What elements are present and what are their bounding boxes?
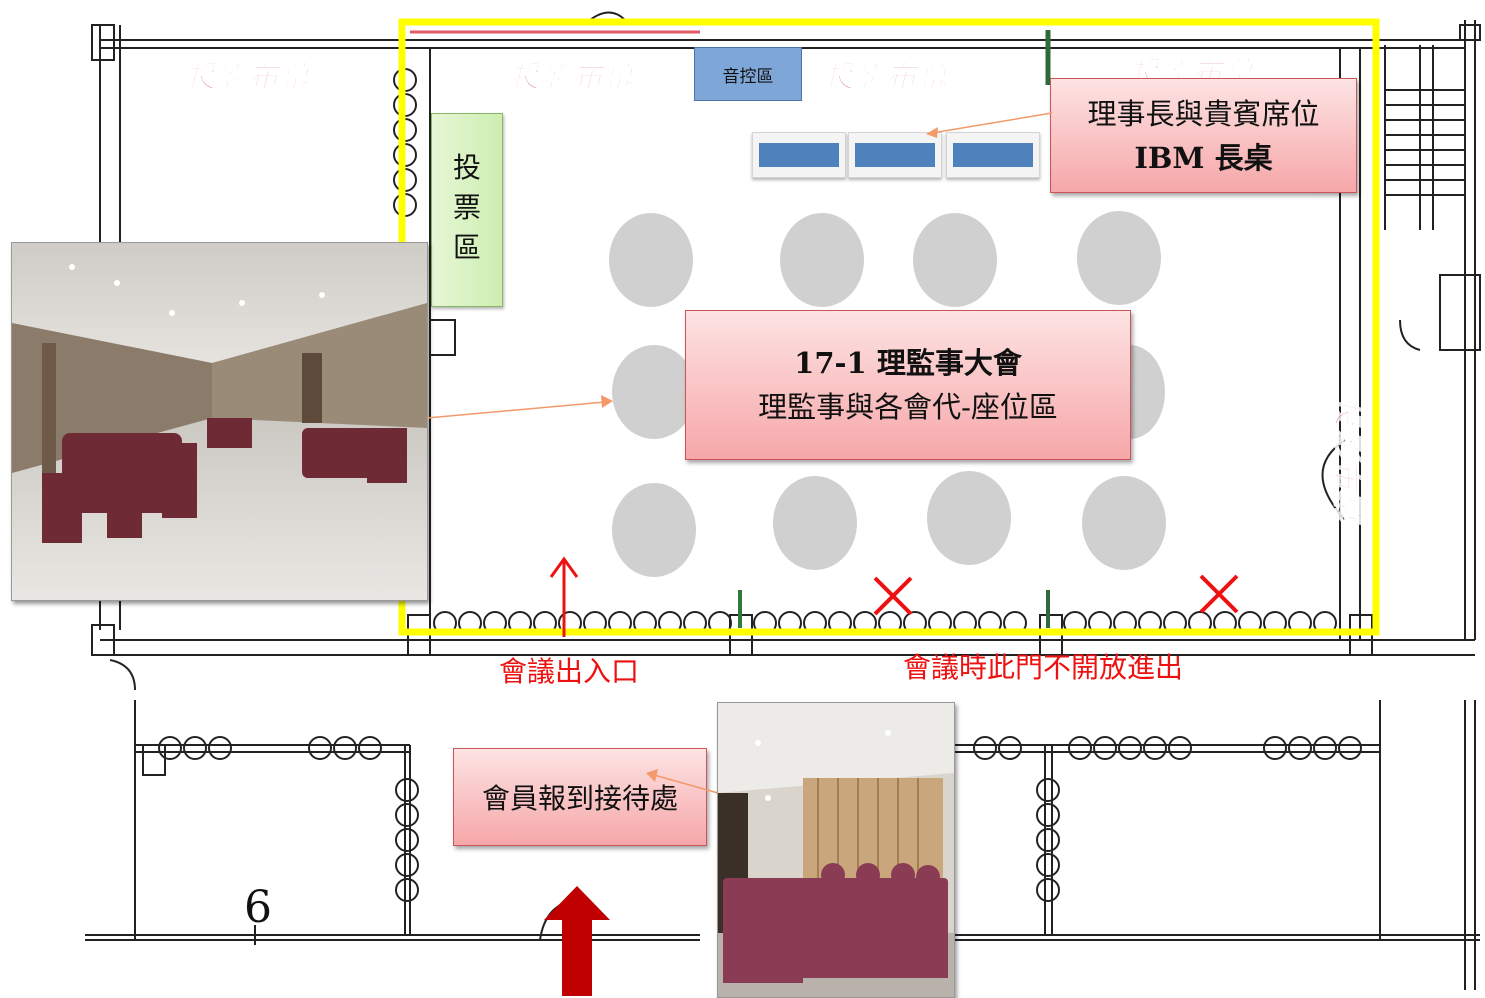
guest-seating-title: 理事長與貴賓席位 <box>1087 96 1320 131</box>
photo-pointer-arrow <box>426 395 613 419</box>
round-table <box>609 213 693 307</box>
voting-char: 投 <box>452 151 481 184</box>
room-number: 6 <box>244 882 272 933</box>
round-table <box>773 476 857 570</box>
round-table <box>612 345 696 439</box>
guest-seating-label: 理事長與貴賓席位 IBM 長桌 <box>1050 78 1357 193</box>
voting-area: 投 票 區 <box>431 113 503 307</box>
entrance-label: 會議出入口 <box>499 655 640 688</box>
reception-text: 會員報到接待處 <box>481 782 678 815</box>
round-table <box>1082 476 1166 570</box>
round-table <box>927 471 1011 565</box>
round-table <box>1077 211 1161 305</box>
reception-photo <box>717 702 955 998</box>
guest-pointer-arrow <box>926 112 1053 138</box>
reception-label: 會員報到接待處 <box>453 748 707 846</box>
round-table <box>913 213 997 307</box>
audio-control-area: 音控區 <box>694 47 802 101</box>
closed-door-x-icon <box>873 576 913 616</box>
entrance-arrow <box>549 556 579 637</box>
main-entry-arrow <box>544 886 610 996</box>
closed-door-label: 會議時此門不開放進出 <box>903 651 1184 684</box>
voting-char: 區 <box>452 231 481 264</box>
projection-screen-label: 投影布幕 <box>510 60 634 96</box>
meeting-room-photo <box>11 242 428 601</box>
meeting-title: 17-1 理監事大會 <box>794 346 1022 380</box>
closed-door-x-icon <box>1199 574 1239 614</box>
main-seating-label: 17-1 理監事大會 理監事與各會代-座位區 <box>685 310 1131 460</box>
guest-table <box>848 132 942 178</box>
voting-char: 票 <box>452 191 481 224</box>
meeting-subtitle: 理監事與各會代-座位區 <box>758 390 1058 424</box>
guest-table <box>946 132 1040 178</box>
guest-table <box>752 132 846 178</box>
projection-screen-label: 投影布幕 <box>824 60 948 96</box>
round-table <box>612 483 696 577</box>
guest-seating-subtitle: IBM 長桌 <box>1134 140 1273 175</box>
reception-pointer-arrow <box>646 769 719 794</box>
round-table <box>780 213 864 307</box>
projection-screen-label: 投影布幕 <box>186 60 310 96</box>
